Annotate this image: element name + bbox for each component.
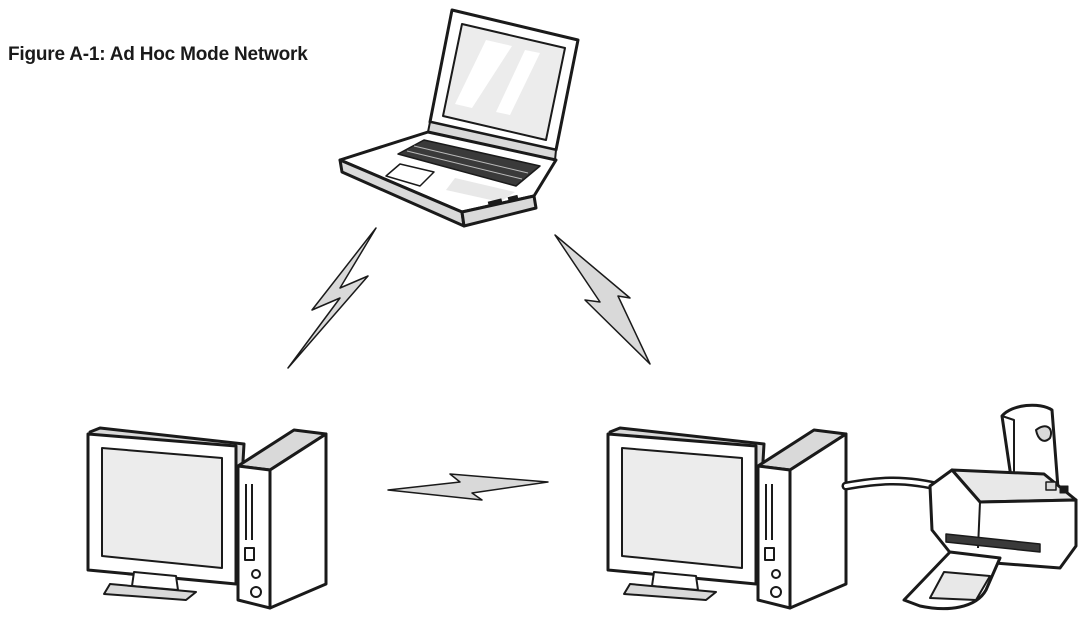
laptop-icon — [338, 8, 580, 228]
lightning-bolt-icon — [287, 227, 377, 369]
lightning-bolt-icon — [387, 473, 549, 501]
figure-caption: Figure A-1: Ad Hoc Mode Network — [8, 44, 308, 65]
desktop-computer-icon — [606, 426, 848, 610]
lightning-bolt-icon — [554, 234, 651, 365]
desktop-computer-icon — [86, 426, 328, 610]
printer-icon — [902, 403, 1078, 611]
